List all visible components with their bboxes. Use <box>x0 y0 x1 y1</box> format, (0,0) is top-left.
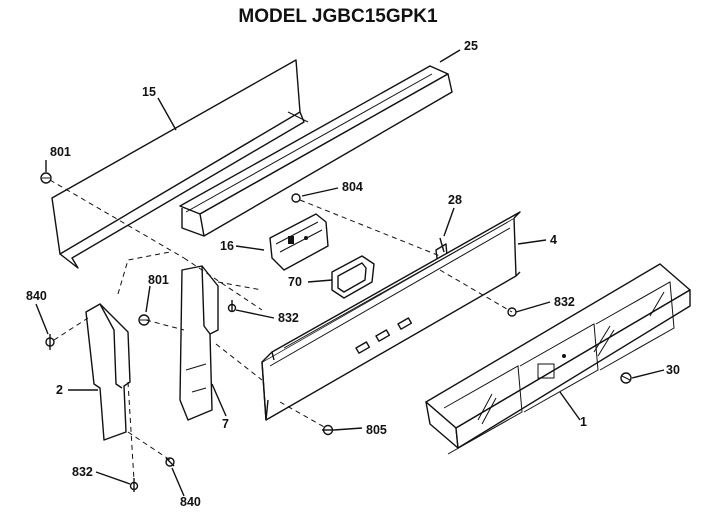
part-2-left-bracket <box>85 303 131 441</box>
callout-28: 28 <box>448 193 462 207</box>
part-15-panel <box>51 59 309 269</box>
screw-801-a <box>40 172 52 184</box>
callout-70: 70 <box>288 275 302 289</box>
part-70-bezel <box>331 255 375 299</box>
callout-804: 804 <box>342 180 363 194</box>
callout-840-bottom: 840 <box>180 495 201 508</box>
screw-832-c <box>129 478 139 492</box>
part-7-side-bracket <box>179 265 219 421</box>
callout-2: 2 <box>56 383 63 397</box>
callout-801-mid: 801 <box>148 273 169 287</box>
part-1-front-panel <box>425 263 691 455</box>
callout-25: 25 <box>464 39 478 53</box>
callout-7: 7 <box>222 417 229 431</box>
callout-16: 16 <box>220 239 234 253</box>
screw-832-a <box>227 300 237 313</box>
assembly-lines <box>49 179 513 481</box>
screw-804 <box>291 193 301 203</box>
callout-832-mid: 832 <box>278 311 299 325</box>
callout-15: 15 <box>142 85 156 99</box>
callout-840-left: 840 <box>26 289 47 303</box>
screw-801-b <box>138 314 150 326</box>
callout-832-bottom: 832 <box>72 465 93 479</box>
knob-30 <box>620 372 632 384</box>
callout-4: 4 <box>550 233 557 247</box>
callout-1: 1 <box>580 415 587 429</box>
callout-labels: 25 15 801 804 28 4 16 70 840 801 832 832… <box>26 39 680 509</box>
screw-840-a <box>45 334 55 350</box>
screw-805 <box>322 424 334 436</box>
part-4-panel-backing <box>261 211 521 421</box>
leader-lines <box>35 49 665 497</box>
callout-30: 30 <box>666 363 680 377</box>
model-title: MODEL JGBC15GPK1 <box>238 6 438 27</box>
callout-805: 805 <box>366 423 387 437</box>
part-16-switch <box>269 213 329 271</box>
callout-801-top: 801 <box>50 145 71 159</box>
screw-840-b <box>165 457 175 467</box>
part-25-trim-bar <box>179 65 453 237</box>
callout-832-right: 832 <box>554 295 575 309</box>
